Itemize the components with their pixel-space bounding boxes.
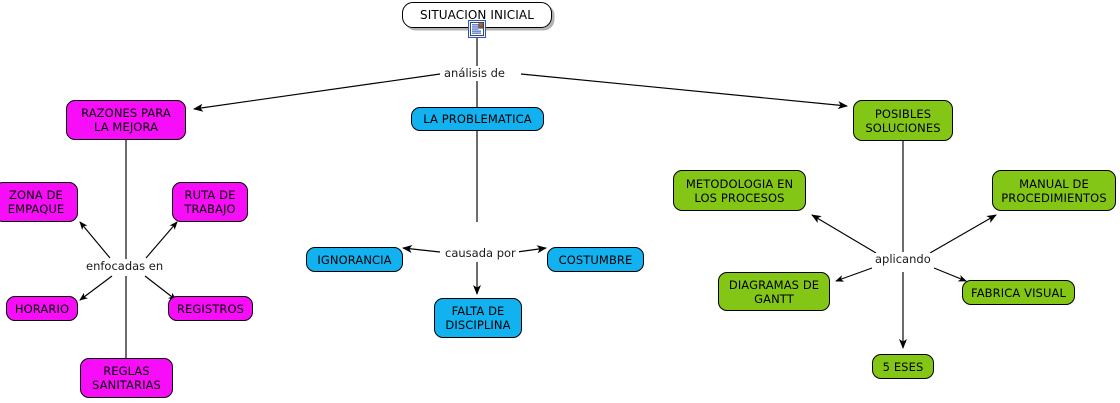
node-ignorancia[interactable]: IGNORANCIA (306, 247, 403, 272)
document-icon[interactable] (468, 20, 486, 38)
node-ruta-de-trabajo[interactable]: RUTA DE TRABAJO (172, 182, 248, 222)
node-falta-de-disciplina[interactable]: FALTA DE DISCIPLINA (434, 298, 522, 338)
node-diagramas-de-gantt[interactable]: DIAGRAMAS DE GANTT (718, 272, 830, 311)
node-registros[interactable]: REGISTROS (168, 296, 253, 321)
node-costumbre[interactable]: COSTUMBRE (547, 247, 644, 272)
node-razones-para-la-mejora[interactable]: RAZONES PARA LA MEJORA (66, 100, 186, 140)
node-zona-de-empaque[interactable]: ZONA DE EMPAQUE (0, 182, 78, 222)
node-fabrica-visual[interactable]: FABRICA VISUAL (962, 280, 1075, 305)
node-metodologia-en-los-procesos[interactable]: METODOLOGIA EN LOS PROCESOS (673, 170, 806, 211)
node-manual-de-procedimientos[interactable]: MANUAL DE PROCEDIMIENTOS (992, 170, 1116, 211)
node-la-problematica[interactable]: LA PROBLEMATICA (411, 107, 544, 131)
link-label-causada-por: causada por (442, 247, 519, 260)
node-5-eses[interactable]: 5 ESES (872, 354, 934, 379)
node-reglas-sanitarias[interactable]: REGLAS SANITARIAS (80, 358, 173, 398)
node-horario[interactable]: HORARIO (6, 296, 78, 321)
link-label-aplicando: aplicando (872, 253, 934, 266)
link-label-analisis-de: análisis de (441, 67, 508, 80)
link-label-enfocadas-en: enfocadas en (83, 260, 167, 273)
node-posibles-soluciones[interactable]: POSIBLES SOLUCIONES (853, 100, 953, 141)
